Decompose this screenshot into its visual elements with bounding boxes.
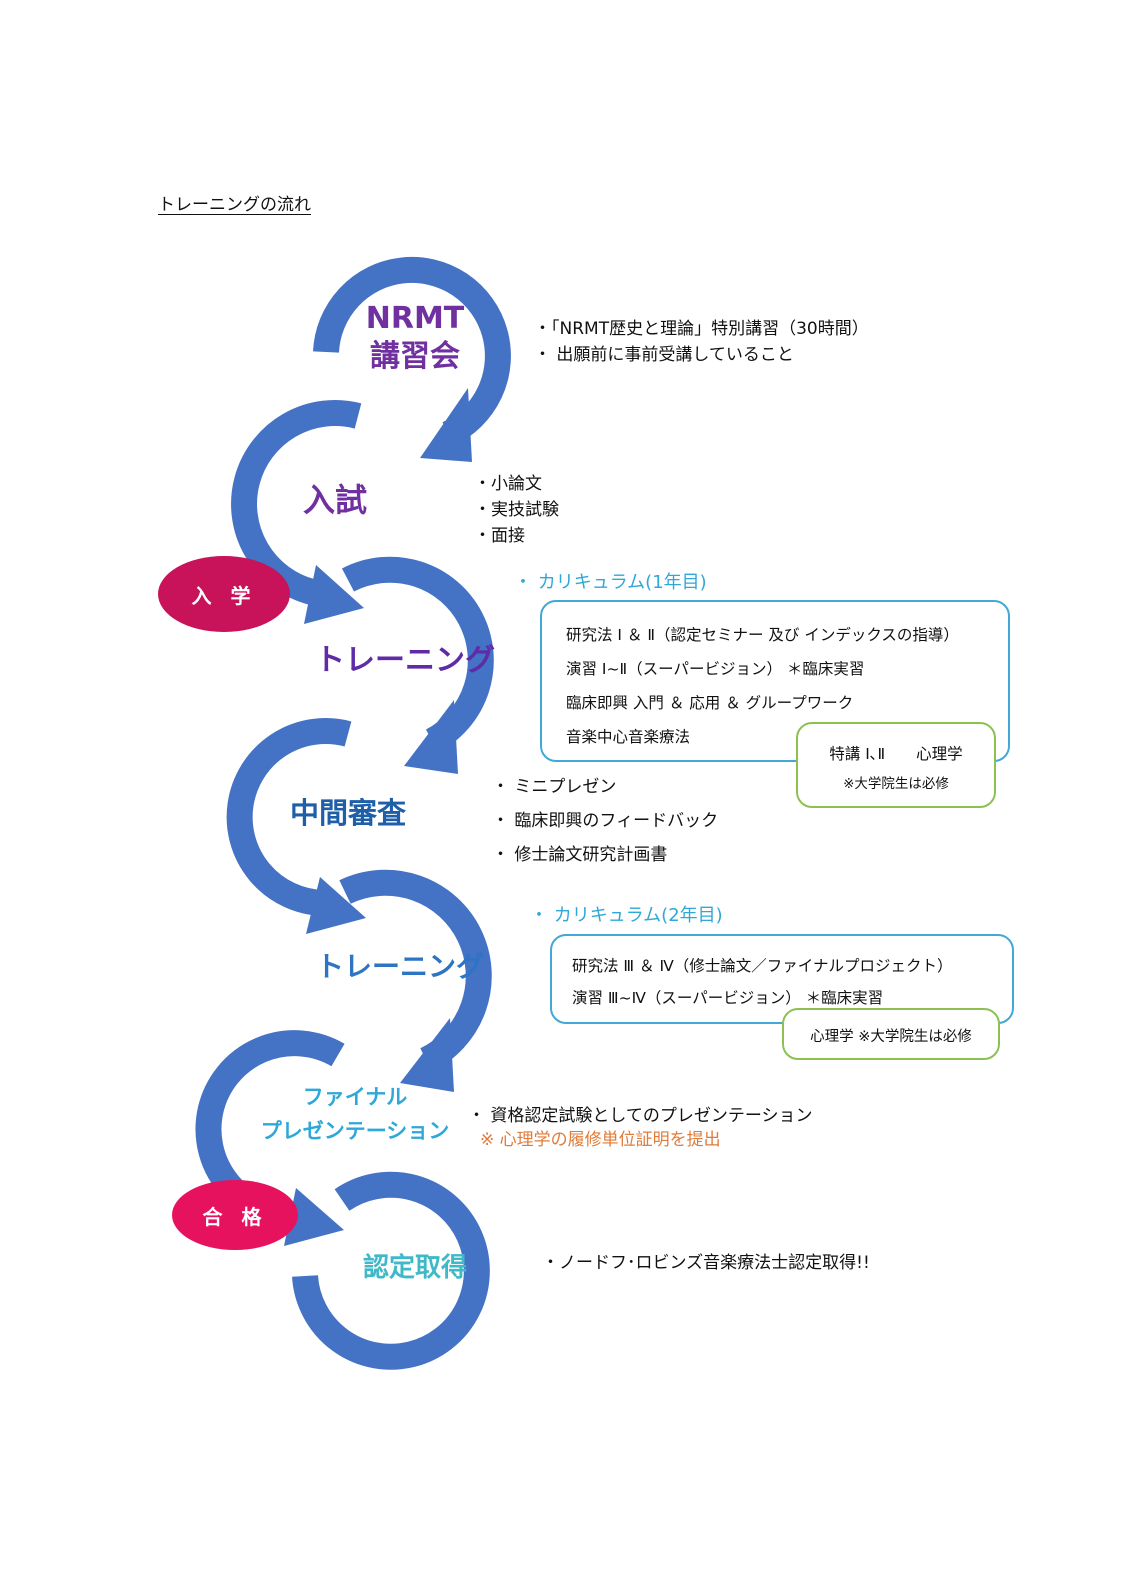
note-final-warning: ※ 心理学の履修単位証明を提出 [480,1130,721,1150]
arrowhead-3 [404,700,458,774]
curriculum1-side-box: 特講 Ⅰ､Ⅱ 心理学 ※大学院生は必修 [796,722,996,808]
arc-training2 [339,869,492,1072]
note-entrance-3: ・面接 [474,526,525,546]
curriculum2-line-2: 演習 Ⅲ~Ⅳ（スーパービジョン） ＊臨床実習 [572,989,884,1007]
stage-final-line1: ファイナル [302,1085,408,1109]
stage-midterm: 中間審査 [289,796,406,830]
note-entrance-1: ・小論文 [474,474,542,494]
curriculum1-heading: ・ カリキュラム(1年目) [514,572,707,593]
stage-entrance: 入試 [302,481,367,519]
arrowhead-6 [284,1188,344,1246]
stage-training2: トレーニング [315,950,484,983]
note-midterm-1: ・ ミニプレゼン [492,777,617,797]
note-nrmt-2: ・ 出願前に事前受講していること [534,345,794,365]
note-nrmt-1: ・「NRMT歴史と理論」特別講習（30時間） [534,319,869,339]
arrowhead-2 [304,565,364,624]
arc-training1 [342,556,494,753]
note-midterm-2: ・ 臨床即興のフィードバック [492,811,719,831]
curriculum1-line-3: 臨床即興 入門 ＆ 応用 ＆ グループワーク [566,694,854,712]
curriculum2-heading: ・ カリキュラム(2年目) [530,905,723,926]
stage-nrmt-line2: 講習会 [370,338,460,374]
curriculum1-line-2: 演習 Ⅰ~Ⅱ（スーパービジョン） ＊臨床実習 [566,660,865,678]
stage-nrmt: NRMT 講習会 [340,300,490,375]
oval-pass: 合 格 [172,1180,298,1250]
page-title: トレーニングの流れ [158,195,311,215]
stage-training1: トレーニング [315,643,495,678]
arrowhead-5 [400,1018,454,1092]
note-entrance-2: ・実技試験 [474,500,559,520]
note-final: ・ 資格認定試験としてのプレゼンテーション [468,1106,813,1126]
curriculum2-line-1: 研究法 Ⅲ ＆ Ⅳ（修士論文／ファイナルプロジェクト） [572,957,953,975]
note-certified: ・ノードフ･ロビンズ音楽療法士認定取得!! [542,1253,870,1273]
arc-certified [292,1171,490,1370]
arc-midterm [226,718,352,916]
stage-nrmt-line1: NRMT [365,301,465,336]
curriculum1-side-line2: ※大学院生は必修 [843,776,949,792]
notes-entrance: ・小論文 ・実技試験 ・面接 [474,471,559,549]
curriculum1-side-line1: 特講 Ⅰ､Ⅱ 心理学 [829,745,963,763]
arrowhead-4 [306,877,366,934]
arc-nrmt [313,256,511,446]
stage-final-line2: プレゼンテーション [260,1119,450,1143]
note-midterm-3: ・ 修士論文研究計画書 [492,845,668,865]
arrowhead-1 [420,388,472,462]
stage-final: ファイナル プレゼンテーション [250,1080,460,1148]
curriculum2-side-line: 心理学 ※大学院生は必修 [810,1029,972,1045]
notes-midterm: ・ ミニプレゼン ・ 臨床即興のフィードバック ・ 修士論文研究計画書 [492,770,718,872]
stage-certified: 認定取得 [362,1253,467,1283]
notes-nrmt: ・「NRMT歴史と理論」特別講習（30時間） ・ 出願前に事前受講していること [534,316,869,368]
curriculum1-line-4: 音楽中心音楽療法 [566,728,691,746]
curriculum1-line-1: 研究法 Ⅰ ＆ Ⅱ（認定セミナー 及び インデックスの指導） [566,626,959,644]
curriculum2-side-box: 心理学 ※大学院生は必修 [782,1008,1000,1060]
oval-enter: 入 学 [158,556,290,632]
